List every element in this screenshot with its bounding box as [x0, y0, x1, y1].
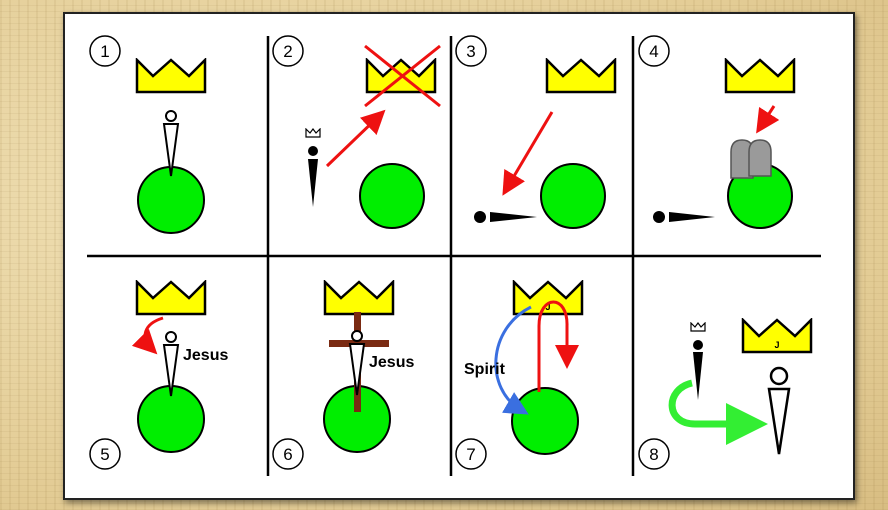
panel-number: 6 — [283, 445, 292, 464]
panel-1: 1 — [90, 36, 205, 233]
man-figure — [164, 111, 178, 176]
crown-icon — [726, 60, 794, 92]
arrow-green — [672, 383, 747, 424]
panel-number: 7 — [466, 445, 475, 464]
panel-6: 6 Jesus — [273, 282, 414, 469]
tablets-icon — [731, 140, 771, 178]
jesus-label: Jesus — [369, 354, 414, 371]
panel-number: 3 — [466, 42, 475, 61]
lying-man-figure — [653, 211, 715, 223]
crown-icon — [137, 282, 205, 314]
panel-3: 3 — [456, 36, 615, 228]
panel-2: 2 — [273, 36, 440, 228]
arrow-red — [327, 116, 379, 166]
arrow-red — [507, 112, 552, 188]
crown-icon — [325, 282, 393, 314]
world-circle — [541, 164, 605, 228]
crown-icon — [547, 60, 615, 92]
world-circle — [138, 167, 204, 233]
diagram-board: 1 2 3 — [63, 12, 855, 500]
fallen-man-figure — [691, 323, 705, 400]
panel-5: 5 Jesus — [90, 282, 228, 469]
panel-number: 4 — [649, 42, 658, 61]
world-circle — [360, 164, 424, 228]
spirit-label: Spirit — [464, 361, 506, 378]
diagram-svg: 1 2 3 — [65, 14, 853, 498]
panel-number: 5 — [100, 445, 109, 464]
crown-icon — [137, 60, 205, 92]
panel-8: 8 J — [639, 320, 811, 469]
panel-number: 8 — [649, 445, 658, 464]
jesus-label: Jesus — [183, 347, 228, 364]
crown-letter: J — [774, 340, 779, 350]
panel-number: 1 — [100, 42, 109, 61]
panel-7: 7 J Spirit — [456, 282, 582, 469]
panel-number: 2 — [283, 42, 292, 61]
arrow-red — [761, 106, 774, 126]
lying-man-figure — [474, 211, 537, 223]
arrow-red — [539, 302, 567, 392]
panel-4: 4 — [639, 36, 794, 228]
arrow-red — [145, 318, 163, 348]
world-circle — [512, 388, 578, 454]
restored-man-figure — [769, 368, 789, 454]
fallen-man-figure — [306, 129, 320, 207]
